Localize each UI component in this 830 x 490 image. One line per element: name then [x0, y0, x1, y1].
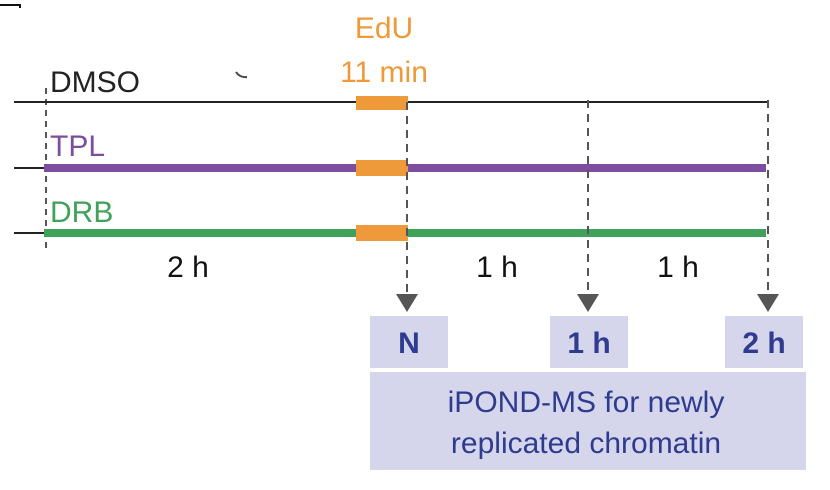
- condition-label-drb: DRB: [50, 196, 113, 229]
- ipond-banner-line1: iPOND-MS for newly: [448, 386, 725, 419]
- stray-tick: [235, 71, 248, 79]
- arrow-down-icon: [396, 294, 418, 312]
- condition-label-tpl: TPL: [50, 130, 105, 163]
- condition-label-dmso: DMSO: [50, 66, 140, 99]
- timepoint-label-2h: 2 h: [742, 327, 785, 360]
- timepoint-label-n: N: [398, 327, 420, 360]
- edu-label: EdU: [355, 12, 413, 45]
- ipond-banner: [370, 372, 806, 470]
- edu-pulse-dmso: [356, 96, 408, 110]
- timepoint-box-1h: [550, 316, 628, 368]
- arrow-down-icon: [577, 294, 599, 312]
- edu-duration: 11 min: [340, 56, 428, 89]
- duration-label-chase-2: 1 h: [657, 251, 699, 284]
- arrow-down-icon: [757, 294, 779, 312]
- ipond-banner-line2: replicated chromatin: [451, 427, 721, 460]
- timepoint-label-1h: 1 h: [567, 327, 610, 360]
- duration-label-pretreat: 2 h: [167, 251, 209, 284]
- edu-pulse-tpl: [356, 160, 408, 176]
- stray-mark: [0, 4, 21, 8]
- edu-pulse-drb: [356, 225, 408, 241]
- duration-label-chase-1: 1 h: [476, 251, 518, 284]
- timepoint-box-2h: [725, 316, 803, 368]
- timepoint-box-n: [370, 316, 448, 368]
